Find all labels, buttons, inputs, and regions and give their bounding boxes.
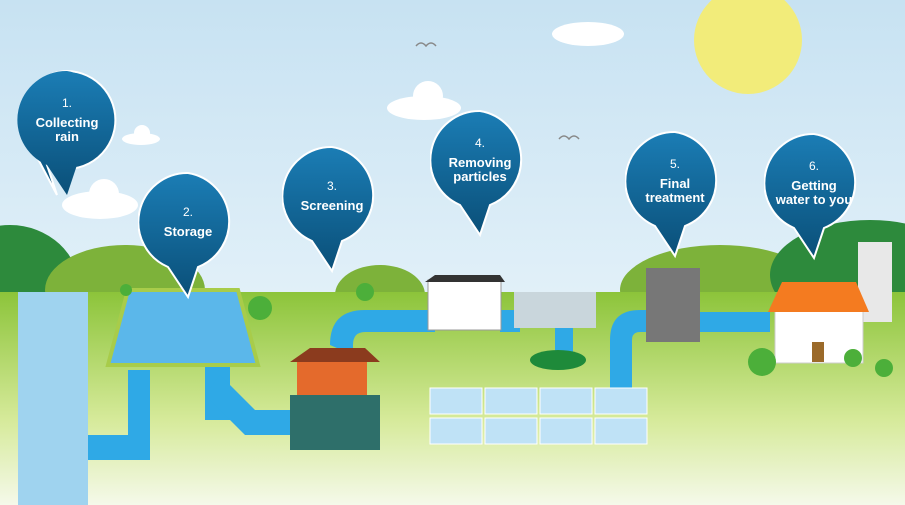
treatment-plant — [425, 275, 596, 370]
pin-marker-icon — [625, 131, 718, 259]
step-2-storage: 2. Storage — [138, 172, 238, 302]
river — [18, 292, 88, 505]
pin-marker-icon — [138, 172, 231, 300]
step-label: Collecting rain — [35, 115, 99, 144]
step-label: Getting water to you — [775, 178, 853, 207]
step-number: 1. — [61, 96, 72, 110]
step-label: Storage — [163, 224, 213, 239]
trees — [120, 283, 893, 377]
pin-marker-icon — [764, 133, 857, 261]
clouds — [62, 22, 624, 219]
step-4-removing-particles: 4. Removing particles — [430, 110, 530, 240]
step-number: 6. — [808, 159, 819, 173]
step-number: 3. — [326, 179, 337, 193]
filter-beds — [429, 387, 648, 445]
screening-building — [290, 348, 380, 450]
step-1-collecting-rain: 1. Collecting rain — [17, 70, 117, 200]
pin-marker-icon — [17, 70, 117, 196]
step-number: 2. — [182, 205, 193, 219]
step-3-screening: 3. Screening — [282, 146, 382, 276]
step-label: Removing particles — [448, 155, 512, 184]
step-number: 5. — [669, 157, 680, 171]
storage-reservoir — [105, 288, 261, 367]
sun — [694, 0, 802, 94]
step-label: Final treatment — [645, 176, 705, 205]
pin-marker-icon — [282, 146, 375, 274]
step-label: Screening — [300, 198, 364, 213]
step-5-final-treatment: 5. Final treatment — [625, 131, 725, 261]
birds — [415, 42, 580, 141]
pin-marker-icon — [430, 110, 523, 238]
final-treatment-building — [646, 268, 700, 342]
step-6-getting-water-to-you: 6. Getting water to you — [764, 133, 864, 263]
step-number: 4. — [474, 136, 485, 150]
